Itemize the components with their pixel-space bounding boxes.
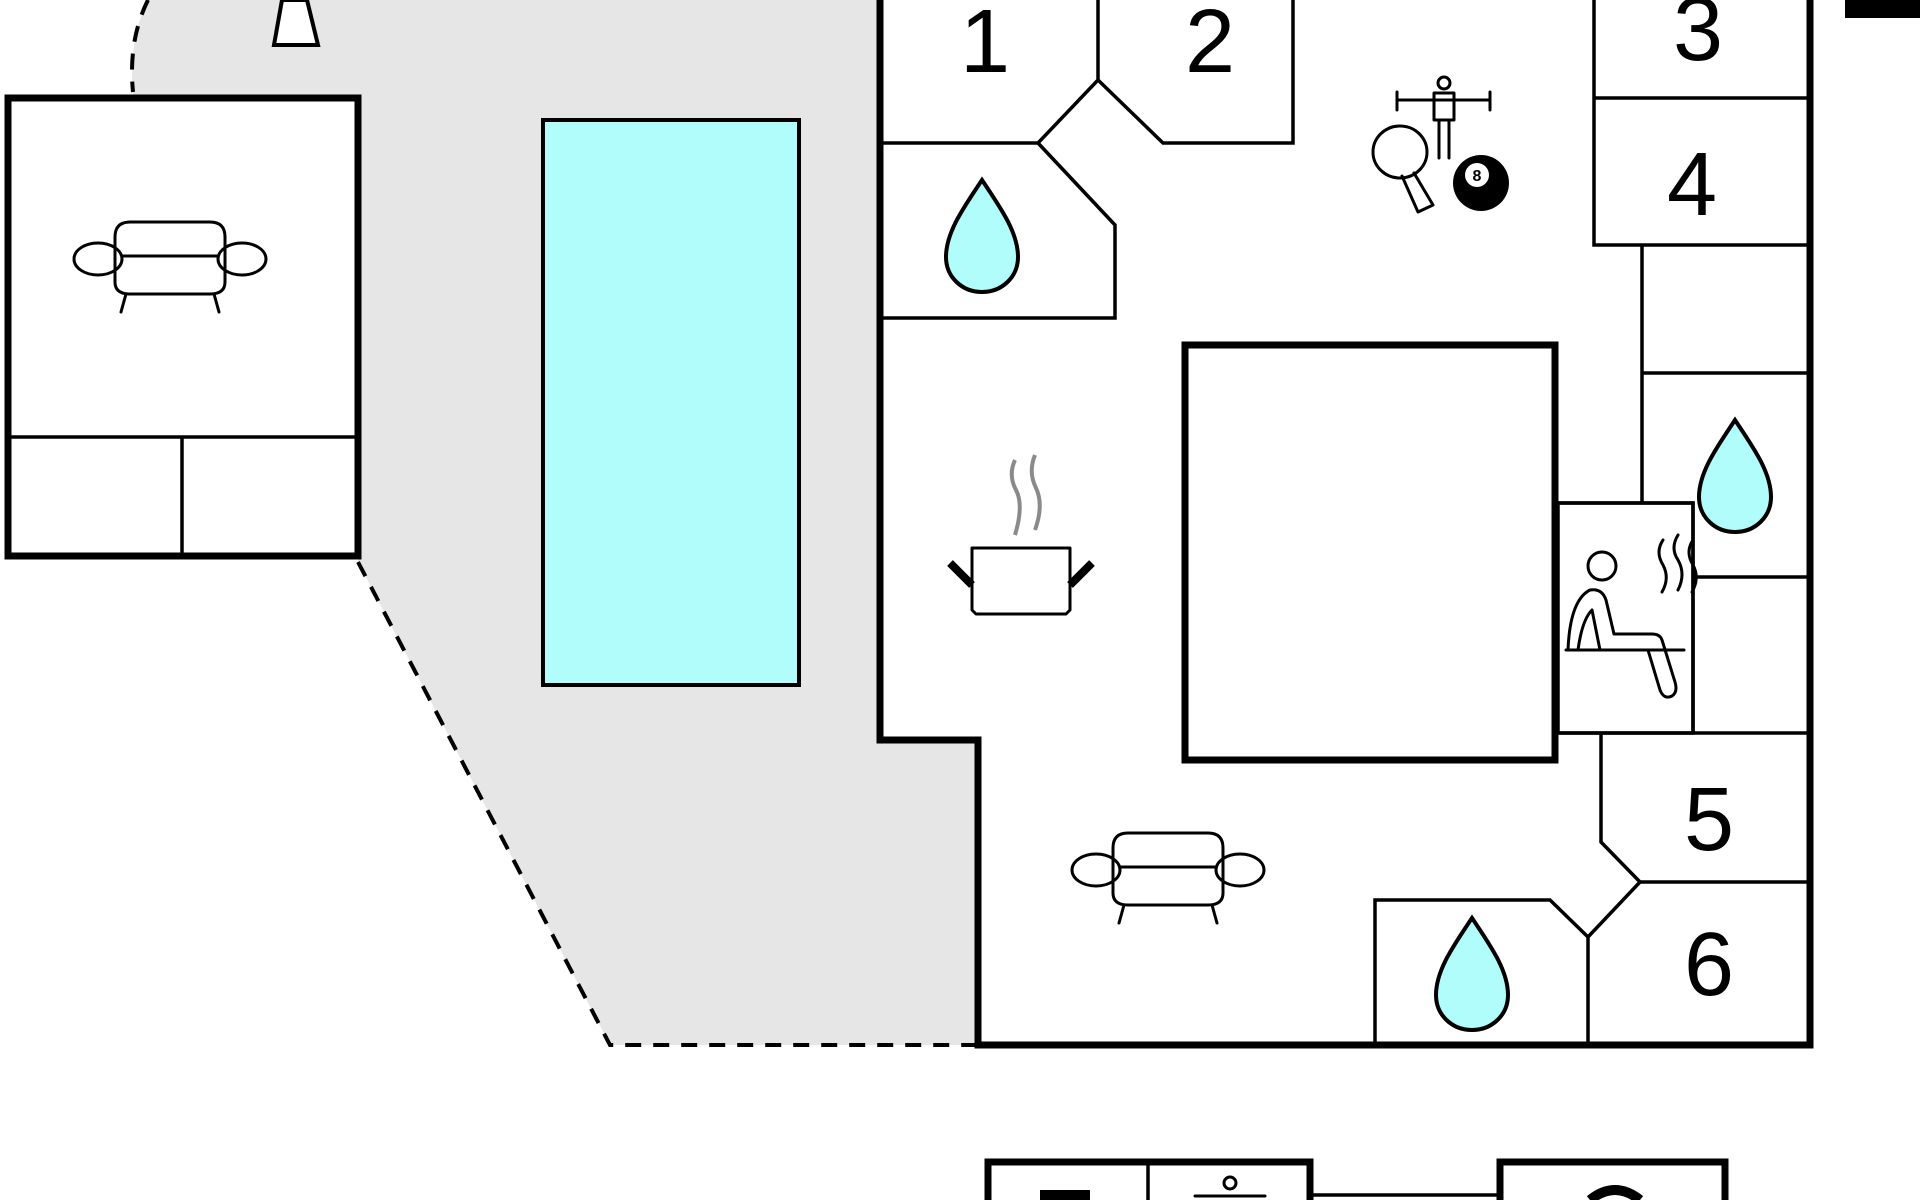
room-walls [1558,501,1695,733]
room-number-5: 5 [1684,770,1734,870]
room-walls [882,141,1117,320]
cooking-pot-icon [947,454,1095,616]
water-drop-icon [1697,418,1773,534]
terrace-outline [356,561,978,1047]
terrace-outline [130,0,150,93]
room-walls [1599,733,1807,884]
main-building-wall [876,0,1814,1049]
swimming-pool [541,118,801,687]
sofa-icon [1070,831,1266,925]
room-walls [1096,0,1295,145]
table-football-icon [1193,1175,1267,1198]
room-number-2: 2 [1185,0,1235,92]
sauna-icon [1564,533,1698,699]
room-walls [882,0,1100,145]
table-tennis-icon [1371,124,1435,214]
room-walls [1373,898,1590,1042]
sofa-icon [72,220,268,314]
water-drop-icon [944,178,1020,294]
room-number-1: 1 [960,0,1010,92]
room-number-partial [1040,1190,1090,1200]
room-number-3: 3 [1673,0,1723,80]
inner-courtyard [1181,341,1559,764]
room-walls [1592,0,1807,247]
room-walls [1586,880,1642,1042]
billiard-ball-icon: 8 [1453,155,1509,211]
compass-mark [1845,0,1920,18]
water-drop-icon [1434,916,1510,1032]
room-number-6: 6 [1684,915,1734,1015]
sauna-room [1556,501,1695,735]
parasol-icon [271,0,321,47]
room-number-partial [1586,1185,1644,1200]
lower-building-wall [1496,1158,1729,1200]
room-number-4: 4 [1667,135,1717,235]
table-football-icon [1395,75,1492,160]
svg-text:8: 8 [1473,168,1482,185]
